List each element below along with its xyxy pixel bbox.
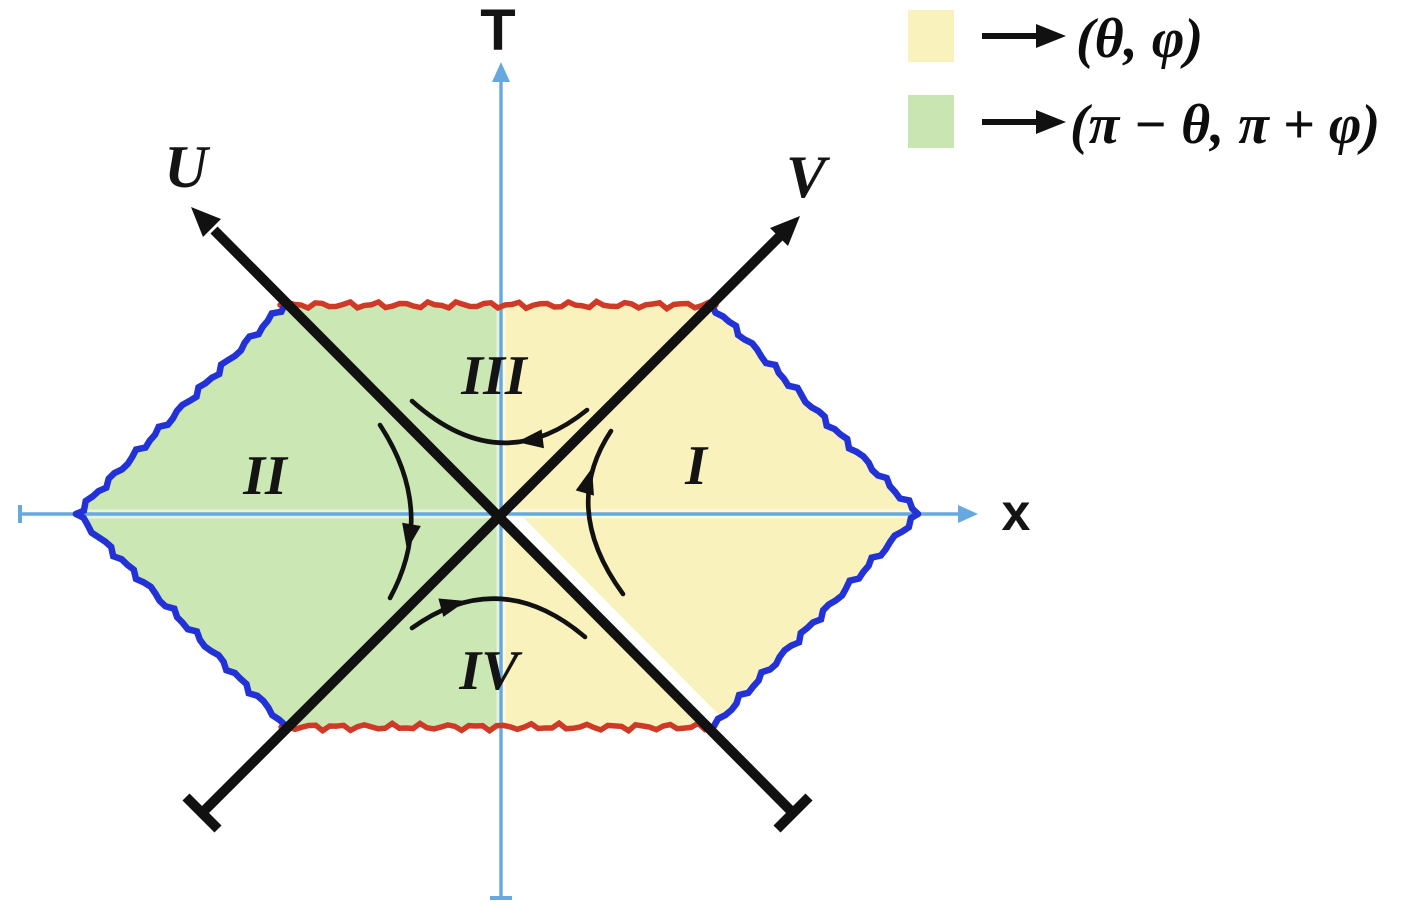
u-axis xyxy=(210,226,797,817)
flow-arrowhead-region-III-icon xyxy=(517,429,544,449)
v-axis-terminal-bar xyxy=(182,793,222,833)
u-axis-terminal-bar xyxy=(773,793,813,833)
legend-label-pi-theta-pi-phi: (π − θ, π + φ) xyxy=(1070,94,1380,156)
flow-arrow-region-I xyxy=(585,428,626,597)
red-boundary-bottom xyxy=(278,719,715,735)
legend-arrowhead-2-icon xyxy=(1036,110,1066,134)
legend-swatch-yellow xyxy=(908,10,954,62)
region-label-IV: IV xyxy=(458,640,523,702)
v-axis xyxy=(198,231,785,817)
legend-arrowhead-1-icon xyxy=(1036,24,1066,48)
region-label-I: I xyxy=(684,435,709,497)
t-axis-arrowhead-icon xyxy=(492,62,510,82)
v-axis-arrowhead-icon xyxy=(770,216,800,246)
flow-arrowhead-region-IV-icon xyxy=(438,598,466,617)
region-label-III: III xyxy=(460,345,529,407)
blue-boundary-upper-right xyxy=(708,301,922,518)
blue-boundary-lower-right xyxy=(710,510,922,730)
legend-swatch-green xyxy=(908,95,954,148)
u-axis-arrowhead-icon xyxy=(191,207,221,237)
flow-arrow-region-IV xyxy=(409,596,588,640)
flow-arrow-region-III xyxy=(409,398,590,446)
blue-boundary-upper-left xyxy=(72,300,289,518)
x-axis-label: x xyxy=(1002,484,1031,542)
t-axis-label: T xyxy=(480,0,515,63)
u-axis-label: U xyxy=(164,134,210,200)
flow-arrowhead-region-I-icon xyxy=(575,468,594,496)
flow-arrowhead-region-II-icon xyxy=(402,522,421,550)
flow-arrow-region-II xyxy=(377,422,414,601)
legend-label-theta-phi: (θ, φ) xyxy=(1076,8,1203,70)
legend: (θ, φ) (π − θ, π + φ) xyxy=(908,8,1380,156)
x-axis-arrowhead-icon xyxy=(958,505,978,523)
v-axis-label: V xyxy=(786,144,831,210)
red-boundary-top xyxy=(277,298,719,313)
region-label-II: II xyxy=(242,445,289,507)
blue-boundary-lower-left xyxy=(72,510,289,729)
